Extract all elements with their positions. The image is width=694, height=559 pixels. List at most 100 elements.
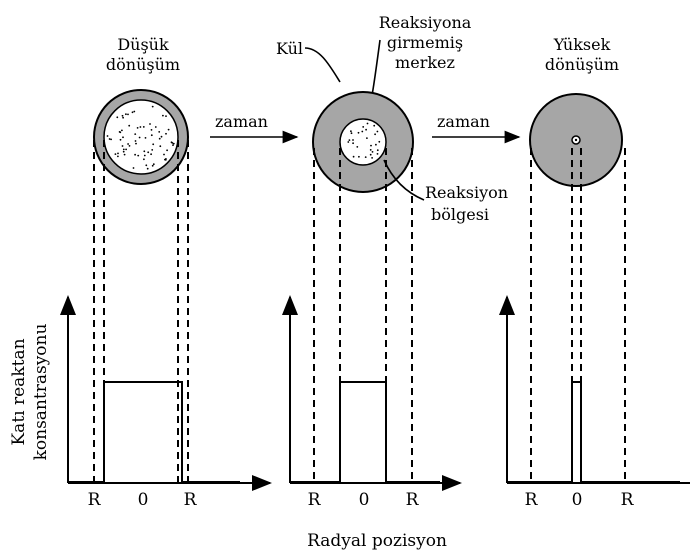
reaction-zone-label-line1: Reaksiyon: [425, 183, 508, 202]
core-particle-dot: [123, 149, 125, 151]
core-particle-dot: [149, 123, 151, 125]
core-particle-dot: [173, 143, 175, 145]
core-particle-dot: [356, 146, 358, 148]
core-particle-dot: [358, 156, 360, 158]
core-particle-dot: [350, 130, 352, 132]
concentration-profile-2: [290, 382, 440, 482]
core-particle-dot: [153, 163, 155, 165]
core-particle-dot: [373, 125, 375, 127]
core-particle-dot: [107, 135, 109, 137]
tick-zero-2: 0: [359, 490, 370, 510]
core-particle-dot: [123, 151, 125, 153]
core-particle-dot: [370, 149, 372, 151]
time-label-2: zaman: [437, 112, 490, 131]
core-particle-dot: [159, 138, 161, 140]
core-particle-dot: [109, 138, 111, 140]
core-particle-dot: [143, 158, 145, 160]
core-particle-dot: [125, 149, 127, 151]
unreacted-core-label-line1: Reaksiyona: [379, 13, 472, 32]
core-particle-dot: [165, 115, 167, 117]
core-particle-dot: [152, 165, 154, 167]
tick-r-right-1: R: [184, 490, 198, 510]
core-particle-dot: [144, 155, 146, 157]
x-axis-label: Radyal pozisyon: [307, 531, 447, 551]
concentration-profile-3: [507, 382, 680, 482]
core-particle-dot: [147, 168, 149, 170]
core-particle-dot: [117, 153, 119, 155]
y-axis-label-line1: Katı reaktan: [9, 338, 29, 445]
core-particle-dot: [351, 132, 353, 134]
particle-high-conversion: [530, 94, 622, 186]
core-particle-dot: [143, 126, 145, 128]
core-particle-dot: [155, 126, 157, 128]
core-particle-dot: [378, 141, 380, 143]
core-particle-dot: [133, 111, 135, 113]
core-particle-dot: [150, 153, 152, 155]
core-particle-dot: [374, 133, 376, 135]
unreacted-core-low: [104, 100, 178, 174]
core-particle-dot: [122, 115, 124, 117]
particle-intermediate: [313, 92, 413, 192]
core-particle-dot: [166, 149, 168, 151]
concentration-plot-3: R 0 R: [507, 297, 690, 510]
core-particle-dot: [370, 145, 372, 147]
core-particle-dot: [127, 143, 129, 145]
tick-zero-1: 0: [138, 490, 149, 510]
core-particle-dot: [116, 116, 118, 118]
ash-pointer: [305, 48, 340, 82]
core-particle-dot: [375, 144, 377, 146]
core-particle-dot: [125, 113, 127, 115]
tick-zero-3: 0: [572, 490, 583, 510]
core-particle-dot: [165, 158, 167, 160]
core-particle-dot: [137, 155, 139, 157]
core-particle-dot: [122, 136, 124, 138]
core-particle-dot: [168, 129, 170, 131]
core-particle-dot: [127, 114, 129, 116]
core-particle-dot: [145, 137, 147, 139]
tick-r-right-2: R: [406, 490, 420, 510]
core-particle-dot: [134, 154, 136, 156]
core-particle-dot: [139, 137, 141, 139]
core-particle-dot: [128, 125, 130, 127]
core-particle-dot: [365, 156, 367, 158]
core-particle-dot: [143, 150, 145, 152]
high-conversion-label-line2: dönüşüm: [545, 55, 619, 74]
core-particle-dot: [352, 142, 354, 144]
concentration-plot-2: R 0 R: [290, 297, 460, 510]
core-particle-dot: [132, 111, 134, 113]
core-particle-dot: [122, 145, 124, 147]
core-particle-dot: [122, 117, 124, 119]
core-particle-dot: [377, 149, 379, 151]
core-particle-dot: [140, 126, 142, 128]
tick-r-left-3: R: [525, 490, 539, 510]
core-particle-dot: [377, 131, 379, 133]
core-particle-dot: [161, 136, 163, 138]
core-particle-dot: [162, 115, 164, 117]
core-particle-dot: [147, 151, 149, 153]
core-particle-dot: [361, 131, 363, 133]
tick-r-right-3: R: [621, 490, 635, 510]
core-particle-dot: [121, 130, 123, 132]
core-particle-dot: [145, 164, 147, 166]
core-particle-dot: [152, 106, 154, 108]
core-particle-dot: [151, 134, 153, 136]
core-particle-dot: [349, 139, 351, 141]
core-particle-dot: [137, 127, 139, 129]
low-conversion-label-line1: Düşük: [117, 35, 169, 54]
core-particle-dot: [372, 151, 374, 153]
core-particle-dot: [117, 156, 119, 158]
core-particle-dot: [366, 137, 368, 139]
low-conversion-label-line2: dönüşüm: [106, 55, 180, 74]
core-particle-dot: [367, 123, 369, 125]
core-particle-dot: [171, 141, 173, 143]
core-particle-dot: [370, 154, 372, 156]
core-particle-dot: [371, 157, 373, 159]
core-particle-dot: [119, 131, 121, 133]
core-particle-dot: [165, 133, 167, 135]
core-particle-dot: [365, 129, 367, 131]
core-particle-dot: [358, 132, 360, 134]
reaction-zone-label-line2: bölgesi: [431, 205, 489, 224]
unreacted-core-label-line2: girmemiş: [387, 33, 463, 52]
core-particle-dot: [151, 149, 153, 151]
core-particle-dot: [352, 139, 354, 141]
